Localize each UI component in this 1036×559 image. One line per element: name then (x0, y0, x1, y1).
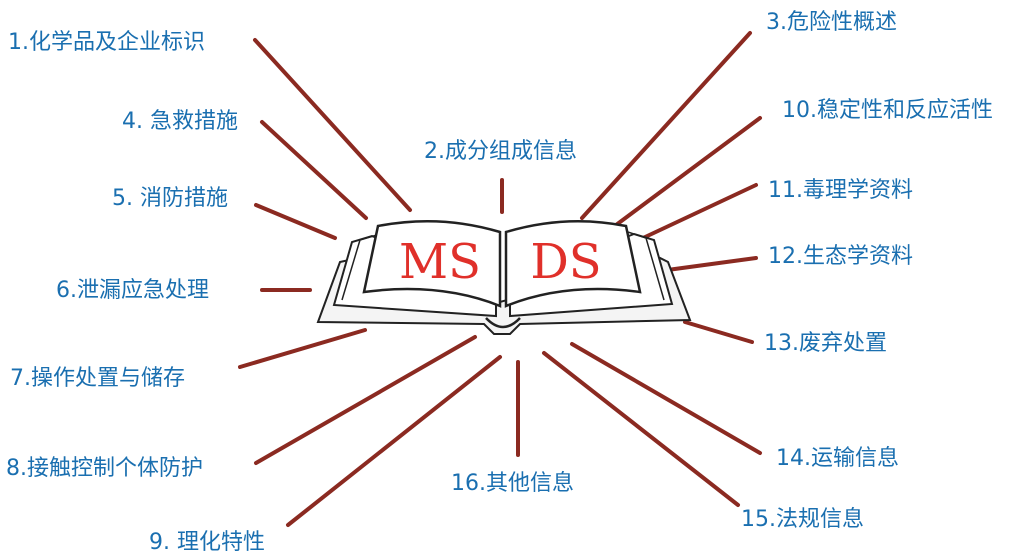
section-label-10: 10.稳定性和反应活性 (782, 98, 993, 123)
ray-s4 (260, 120, 368, 220)
section-label-1: 1.化学品及企业标识 (8, 30, 205, 55)
ray-s8 (254, 335, 477, 465)
ray-s9 (286, 355, 502, 527)
section-label-8: 8.接触控制个体防护 (6, 456, 203, 481)
section-label-13: 13.废弃处置 (764, 331, 887, 356)
book-text-ms: MS (399, 234, 481, 290)
section-label-11: 11.毒理学资料 (768, 178, 913, 203)
ray-s12 (658, 256, 758, 273)
book-spine (485, 317, 521, 329)
section-label-5: 5. 消防措施 (112, 186, 228, 211)
book-icon: MS DS (316, 219, 692, 335)
section-label-7: 7.操作处置与储存 (10, 366, 185, 391)
ray-s14 (570, 342, 762, 455)
section-label-14: 14.运输信息 (776, 446, 899, 471)
book-right-page (504, 219, 642, 308)
ray-s10 (610, 116, 762, 230)
section-label-2: 2.成分组成信息 (424, 139, 577, 164)
section-label-3: 3.危险性概述 (766, 10, 897, 35)
book-text-ds: DS (530, 234, 601, 290)
ray-s15 (542, 351, 740, 507)
ray-s13 (683, 320, 754, 344)
rays (238, 31, 762, 527)
section-label-6: 6.泄漏应急处理 (56, 278, 209, 303)
ray-s1 (253, 38, 412, 212)
section-label-15: 15.法规信息 (741, 507, 864, 532)
ray-s11 (641, 183, 758, 240)
section-label-4: 4. 急救措施 (122, 109, 238, 134)
ray-s3 (580, 31, 752, 220)
book-left-page (362, 219, 502, 308)
section-label-9: 9. 理化特性 (149, 530, 265, 555)
ray-s7 (238, 328, 367, 369)
ray-s5 (254, 203, 337, 240)
section-label-12: 12.生态学资料 (768, 244, 913, 269)
section-label-16: 16.其他信息 (451, 471, 574, 496)
